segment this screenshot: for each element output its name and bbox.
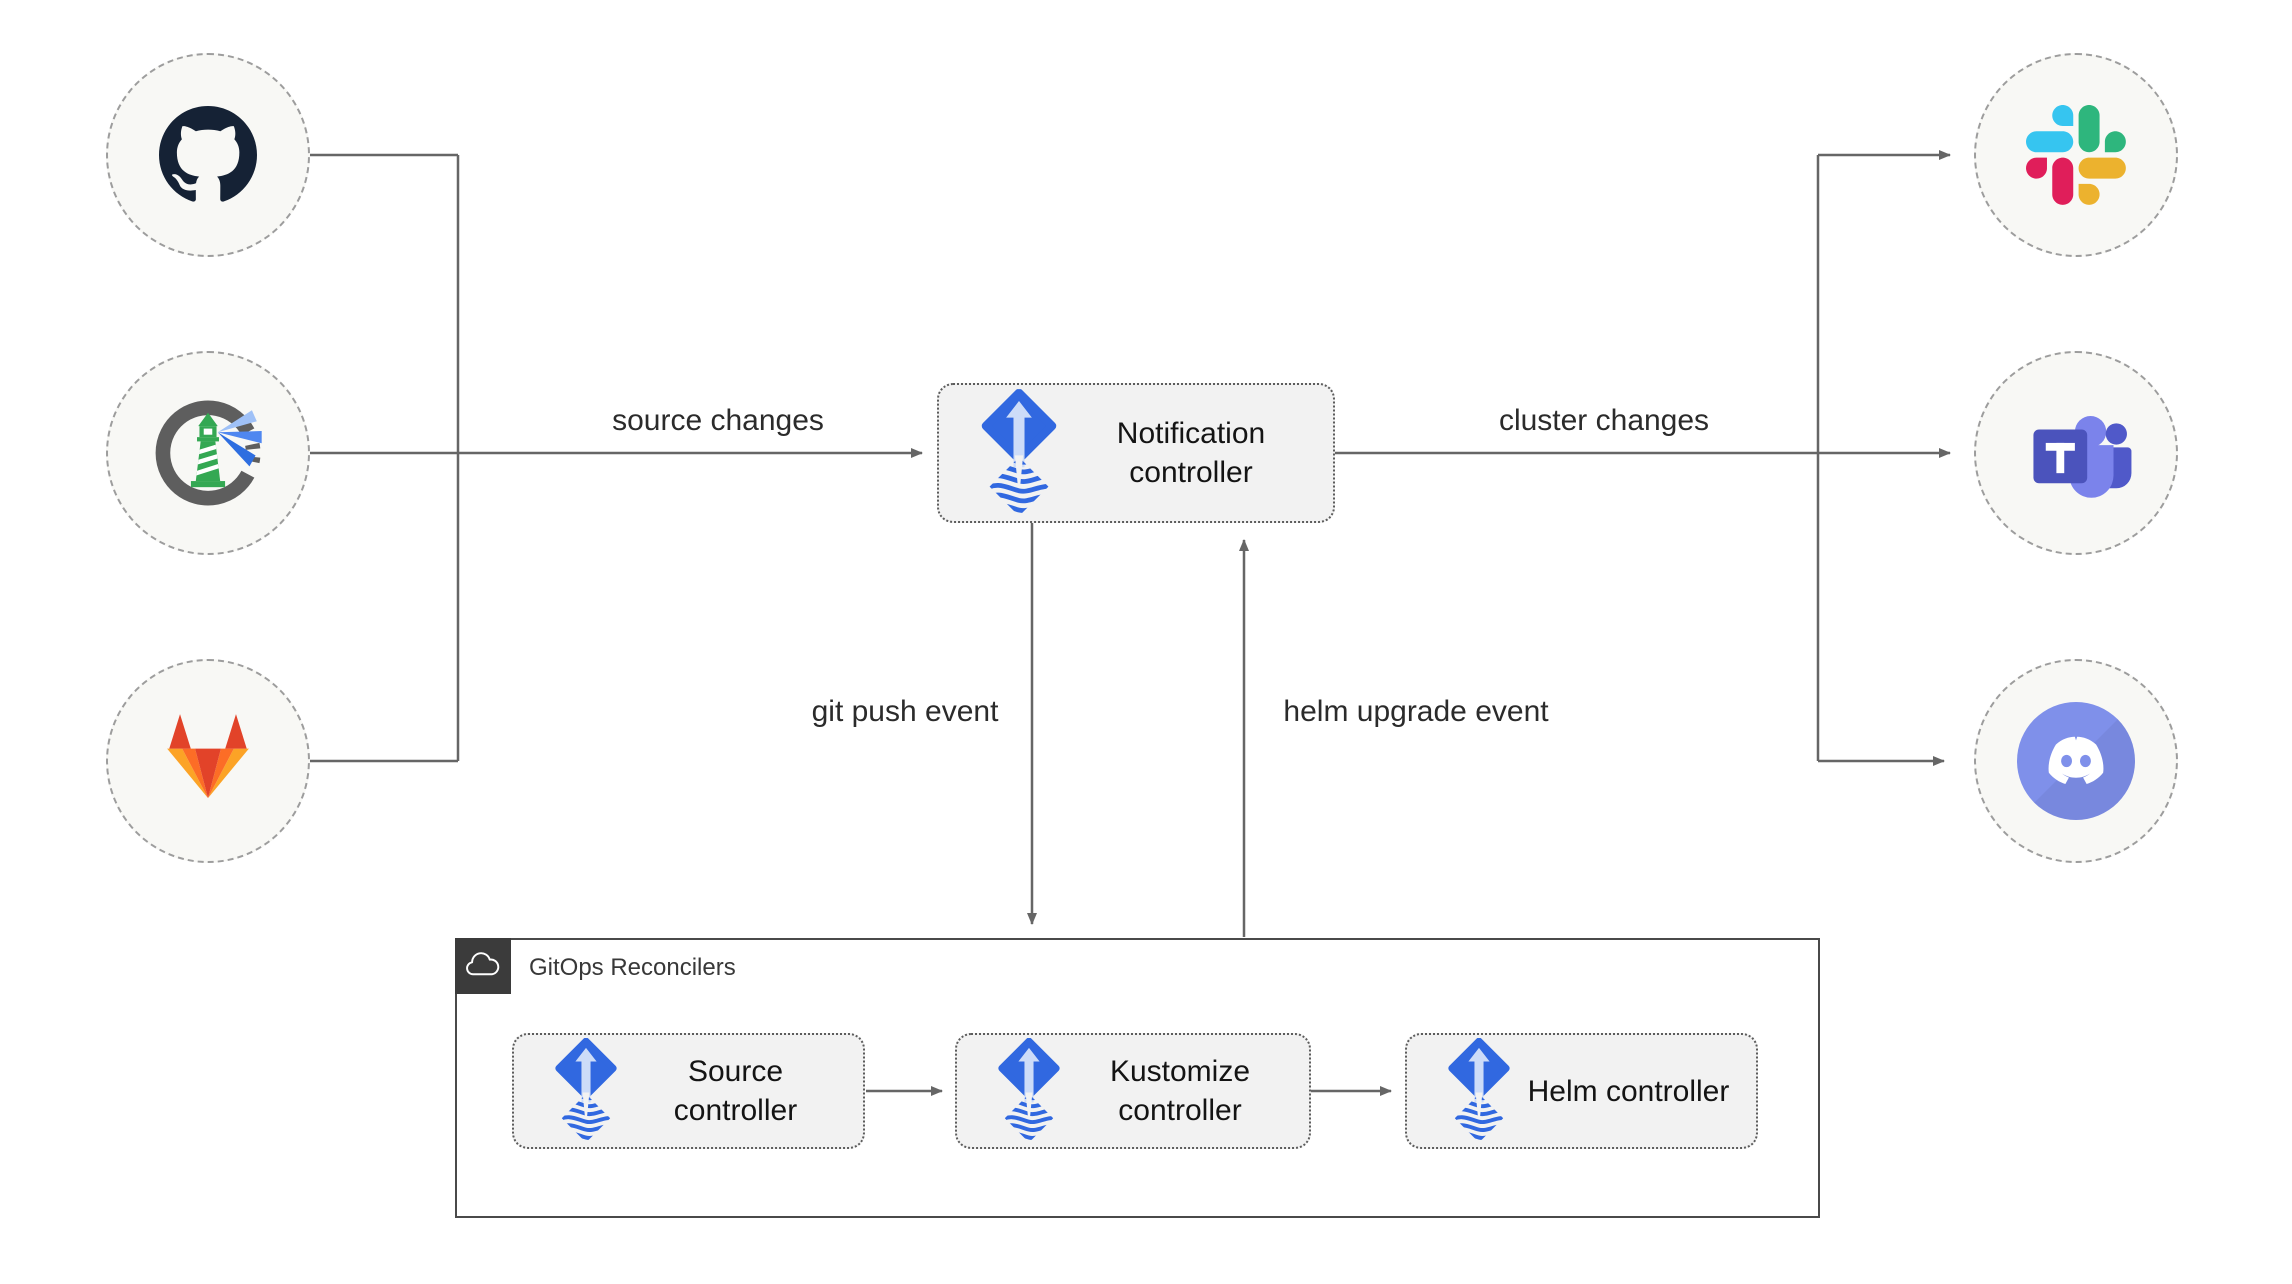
flux-icon — [973, 389, 1065, 518]
gitlab-node — [106, 659, 310, 863]
helm-controller-node: Helm controller — [1405, 1033, 1758, 1149]
gitops-reconcilers-group: GitOps Reconcilers — [455, 938, 1820, 1218]
flux-icon — [548, 1038, 624, 1144]
edge-label-git-push-event: git push event — [811, 695, 999, 728]
source-controller-node: Source controller — [512, 1033, 865, 1149]
group-title: GitOps Reconcilers — [529, 954, 736, 981]
group-chip — [455, 938, 511, 994]
discord-icon — [2017, 702, 2135, 820]
discord-node — [1974, 659, 2178, 863]
edge-label-helm-upgrade-event: helm upgrade event — [1283, 695, 1549, 728]
cloud-icon — [466, 952, 500, 976]
flux-icon — [1441, 1038, 1517, 1144]
harbor-node — [106, 351, 310, 555]
notification-controller-label: Notification controller — [1116, 417, 1266, 489]
github-node — [106, 53, 310, 257]
flux-icon — [991, 1038, 1067, 1144]
notification-controller-node: Notification controller — [937, 383, 1335, 523]
source-controller-label: Source controller — [673, 1055, 798, 1127]
teams-node — [1974, 351, 2178, 555]
helm-controller-label: Helm controller — [1527, 1074, 1730, 1108]
edge-label-cluster-changes: cluster changes — [1498, 404, 1710, 437]
github-icon — [159, 106, 257, 202]
harbor-icon — [155, 400, 262, 506]
kustomize-controller-label: Kustomize controller — [1109, 1055, 1251, 1127]
kustomize-controller-node: Kustomize controller — [955, 1033, 1311, 1149]
slack-node — [1974, 53, 2178, 257]
edge-label-source-changes: source changes — [612, 404, 824, 437]
gitlab-icon — [167, 713, 249, 798]
teams-icon — [2033, 416, 2132, 498]
slack-icon — [2026, 105, 2126, 205]
